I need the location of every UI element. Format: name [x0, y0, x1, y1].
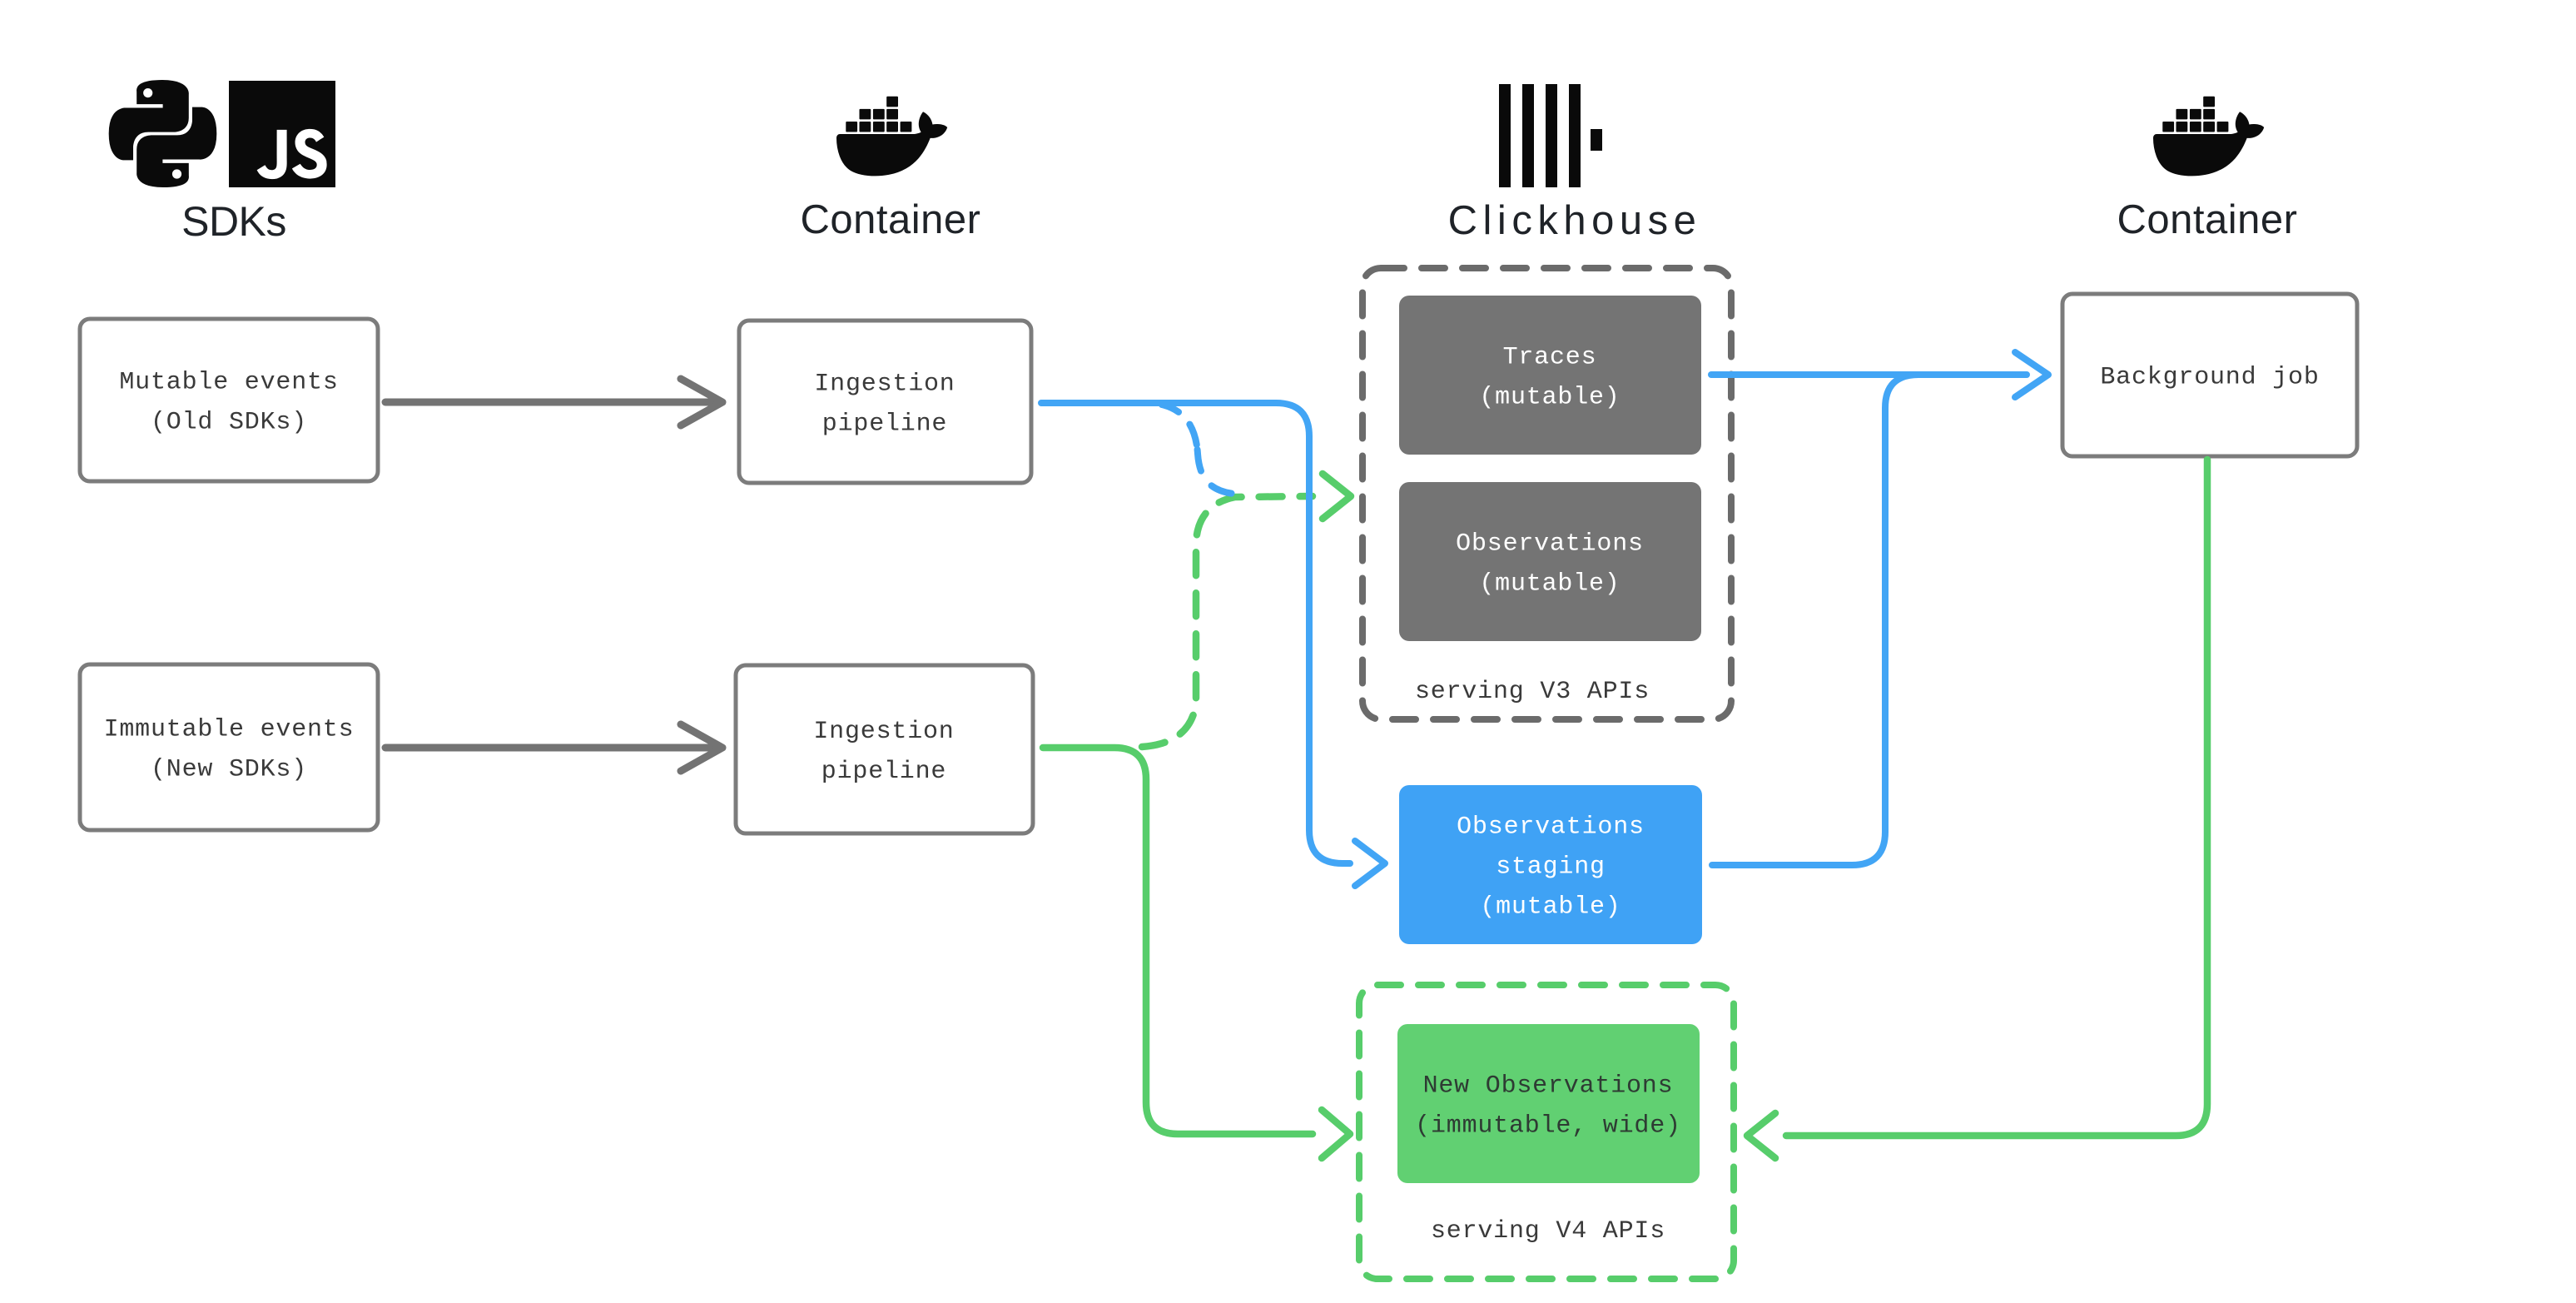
svg-text:Mutable events: Mutable events — [119, 369, 338, 397]
svg-text:Container: Container — [801, 197, 981, 242]
svg-text:(mutable): (mutable) — [1479, 384, 1620, 412]
svg-text:(immutable, wide): (immutable, wide) — [1415, 1112, 1681, 1141]
svg-text:serving V3 APIs: serving V3 APIs — [1415, 678, 1650, 706]
svg-text:pipeline: pipeline — [821, 758, 946, 786]
svg-text:Clickhouse: Clickhouse — [1448, 198, 1702, 243]
svg-text:(Old SDKs): (Old SDKs) — [151, 409, 307, 437]
svg-text:New Observations: New Observations — [1423, 1072, 1674, 1101]
svg-text:(mutable): (mutable) — [1479, 570, 1620, 599]
svg-text:Observations: Observations — [1457, 813, 1645, 842]
svg-text:(mutable): (mutable) — [1480, 893, 1621, 922]
svg-text:Immutable events: Immutable events — [104, 716, 355, 744]
svg-text:Observations: Observations — [1456, 530, 1644, 559]
svg-text:SDKs: SDKs — [181, 198, 286, 245]
svg-text:serving V4 APIs: serving V4 APIs — [1431, 1217, 1665, 1246]
svg-text:Traces: Traces — [1503, 344, 1597, 372]
svg-text:Ingestion: Ingestion — [814, 371, 955, 399]
svg-text:Container: Container — [2117, 197, 2298, 242]
svg-text:(New SDKs): (New SDKs) — [151, 756, 307, 784]
svg-text:Background job: Background job — [2100, 364, 2319, 392]
svg-text:staging: staging — [1496, 853, 1606, 882]
svg-text:Ingestion: Ingestion — [813, 718, 954, 746]
svg-text:pipeline: pipeline — [822, 410, 947, 439]
